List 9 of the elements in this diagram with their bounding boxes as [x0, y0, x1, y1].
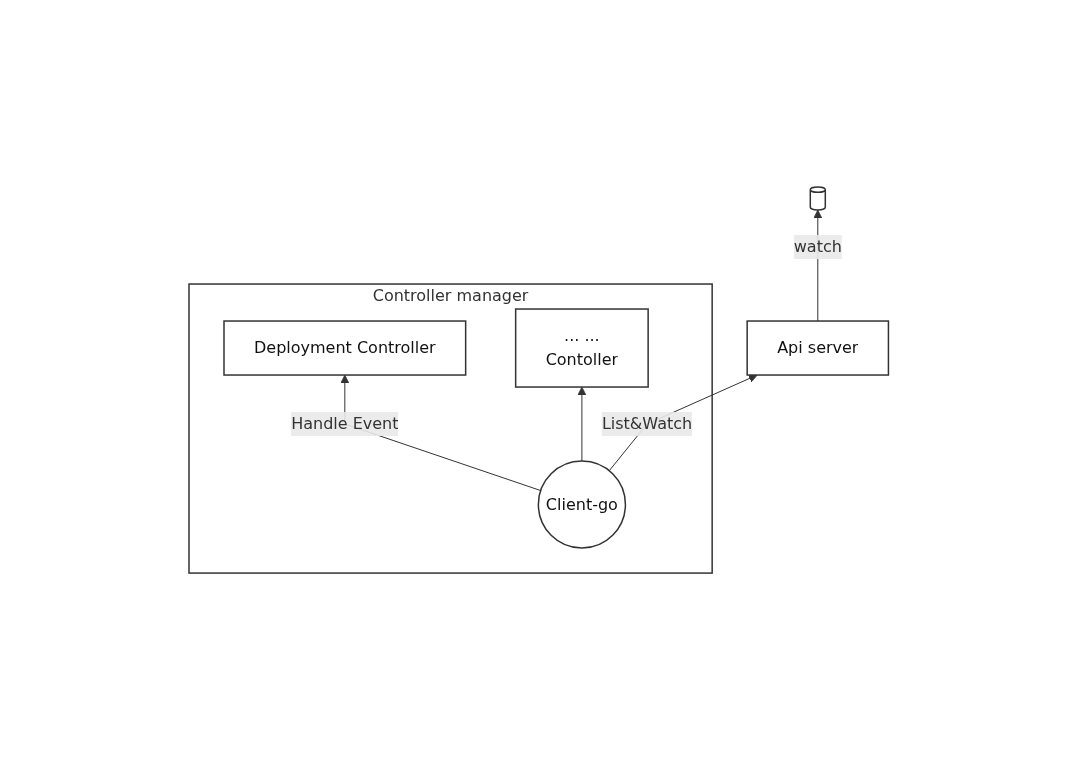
arrow [577, 386, 587, 462]
edge-label: List&Watch [602, 413, 693, 433]
node-box: ... ... Contoller [515, 308, 650, 388]
node-box: Api server [746, 320, 890, 376]
node-cylinder [809, 186, 827, 211]
node-box: Deployment Controller [223, 320, 467, 376]
edge-label: Handle Event [291, 413, 399, 433]
node-circle: Client-go [537, 460, 627, 549]
edge-label: watch [794, 236, 843, 256]
